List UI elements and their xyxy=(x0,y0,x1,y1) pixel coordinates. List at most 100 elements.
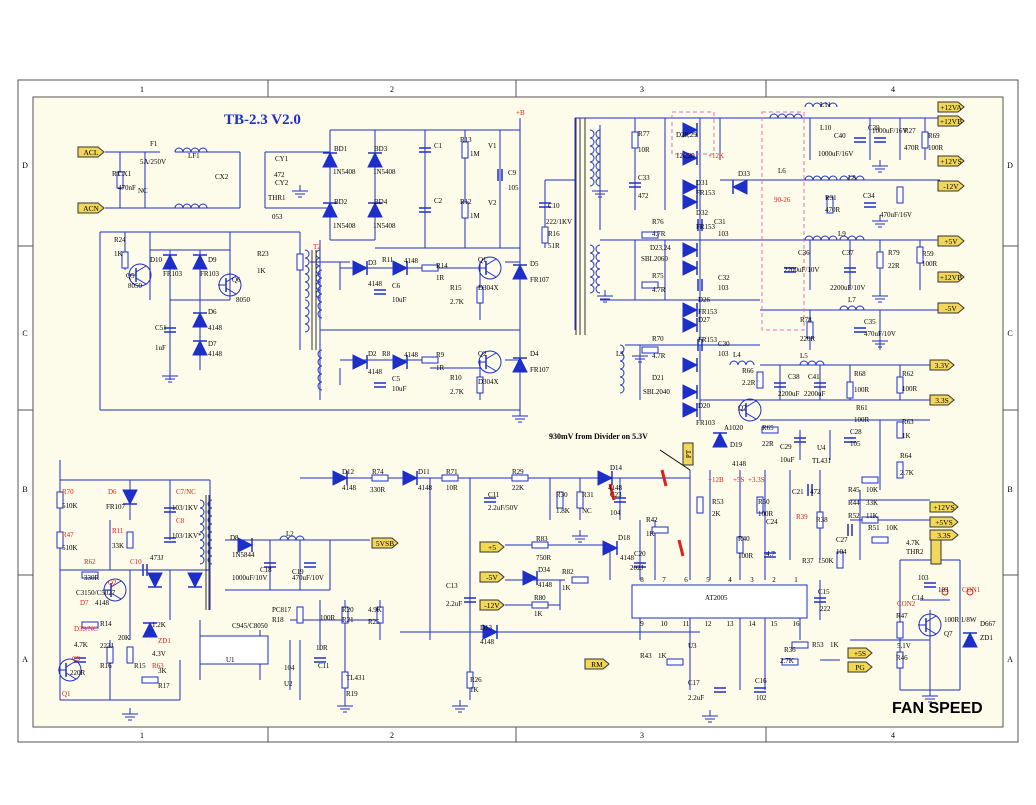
component-label: R50 xyxy=(758,498,770,506)
output-flag-o16-label: RM xyxy=(591,660,603,669)
component-label: C37 xyxy=(842,249,854,257)
resistor-symbol xyxy=(896,651,904,669)
component-label: D304X xyxy=(478,284,499,292)
component-label: 053 xyxy=(272,213,283,221)
resistor-symbol xyxy=(106,646,114,664)
resistor-symbol xyxy=(556,491,564,509)
grid-col-bottom: 4 xyxy=(891,731,895,740)
inductor-symbol xyxy=(839,305,865,311)
component-label: U3 xyxy=(688,642,697,650)
component-label: R20 xyxy=(342,606,354,614)
component-label: D39/NC xyxy=(74,625,98,633)
resistor-symbol xyxy=(116,171,124,189)
component-label: FR107 xyxy=(530,276,550,284)
diode-symbol xyxy=(192,339,208,356)
component-label: 104 xyxy=(836,548,847,556)
component-label: L8 xyxy=(848,174,856,182)
diode-symbol xyxy=(682,402,699,418)
component-label: 1K xyxy=(470,686,479,694)
output-flag-o18 xyxy=(847,661,873,673)
component-label: BD2 xyxy=(334,198,348,206)
inductor-symbol xyxy=(839,175,865,181)
component-label: 1K xyxy=(534,610,543,618)
wire-segment xyxy=(720,117,940,181)
component-label: R83 xyxy=(536,535,548,543)
component-label: R44 xyxy=(848,499,860,507)
schematic-title: TB-2.3 V2.0 xyxy=(224,112,301,128)
component-label: R42 xyxy=(646,516,658,524)
component-label: ZD1 xyxy=(980,634,993,642)
component-label: R59 xyxy=(922,250,934,258)
component-label: D19 xyxy=(730,441,743,449)
component-label: 4148 xyxy=(95,599,110,607)
component-label: R16 xyxy=(548,230,560,238)
inductor-symbol xyxy=(799,360,825,366)
diode-symbol xyxy=(682,179,699,195)
component-label: 10K xyxy=(866,486,878,494)
component-label: 1.2K xyxy=(152,621,166,629)
component-label: D32 xyxy=(696,209,709,217)
resistor-symbol xyxy=(861,476,879,484)
grid-col-bottom: 3 xyxy=(640,731,644,740)
component-label: Q7 xyxy=(944,630,953,638)
component-label: D34 xyxy=(538,566,551,574)
component-label: C11 xyxy=(488,491,500,499)
output-flag-o12 xyxy=(929,529,959,541)
inner-frame xyxy=(32,96,1004,728)
resistor-symbol xyxy=(531,601,549,609)
resistor-symbol xyxy=(791,641,809,649)
resistor-symbol xyxy=(876,251,884,269)
highlight-box xyxy=(671,111,715,155)
output-flag-o2 xyxy=(937,115,965,127)
component-label: R19 xyxy=(346,690,358,698)
connector-pin xyxy=(941,588,949,596)
wire-segment xyxy=(639,580,930,690)
component-label: R23 xyxy=(257,250,269,258)
component-label: R62 xyxy=(84,558,96,566)
diode-symbol xyxy=(731,179,748,195)
component-label: 1.8K xyxy=(556,507,570,515)
component-label: C18 xyxy=(260,566,272,574)
component-label: 10uF xyxy=(392,296,407,304)
component-label: FR107 xyxy=(106,503,126,511)
input-flag-acn xyxy=(77,202,105,214)
component-label: 1K xyxy=(257,267,266,275)
component-label: 1R xyxy=(436,274,445,282)
component-label: 8050 xyxy=(128,282,143,290)
output-flag-o16 xyxy=(584,658,610,670)
component-label: 1N5408 xyxy=(333,222,356,230)
ic-pin-top: 5 xyxy=(706,576,710,584)
transformer-winding xyxy=(304,249,310,299)
component-label: C27 xyxy=(836,536,848,544)
resistor-symbol xyxy=(56,531,64,549)
component-label: LF1 xyxy=(188,152,200,160)
component-label: C36 xyxy=(798,249,810,257)
component-label: 472 xyxy=(810,488,821,496)
component-label: 510K xyxy=(62,502,78,510)
component-label: D13 xyxy=(480,624,493,632)
component-label: 222/1KV xyxy=(546,218,572,226)
resistor-symbol xyxy=(476,286,484,304)
component-label: D33 xyxy=(738,170,751,178)
inductor-symbol xyxy=(729,360,755,366)
output-flag-o19-label: 5VSB xyxy=(376,539,394,548)
wire-segment xyxy=(320,329,520,400)
diode-symbol xyxy=(512,356,528,373)
component-label: 103/1KV xyxy=(172,504,198,512)
diode-symbol xyxy=(367,201,383,218)
component-label: D8 xyxy=(230,534,239,542)
component-label: 470uF/10V xyxy=(864,330,896,338)
grid-row-left: A xyxy=(22,655,28,664)
component-label: C34 xyxy=(863,192,875,200)
resistor-symbol xyxy=(576,491,584,509)
component-label: R11 xyxy=(112,527,124,535)
component-label: R9 xyxy=(436,351,445,359)
component-label: C21 xyxy=(792,488,804,496)
component-label: C13 xyxy=(446,582,458,590)
component-label: +5S xyxy=(733,476,744,484)
component-label: 222 xyxy=(820,605,831,613)
component-label: R1 xyxy=(112,170,121,178)
inductor-symbol xyxy=(804,102,838,108)
component-label: 5A/250V xyxy=(140,158,166,166)
transformer-winding xyxy=(595,129,601,187)
